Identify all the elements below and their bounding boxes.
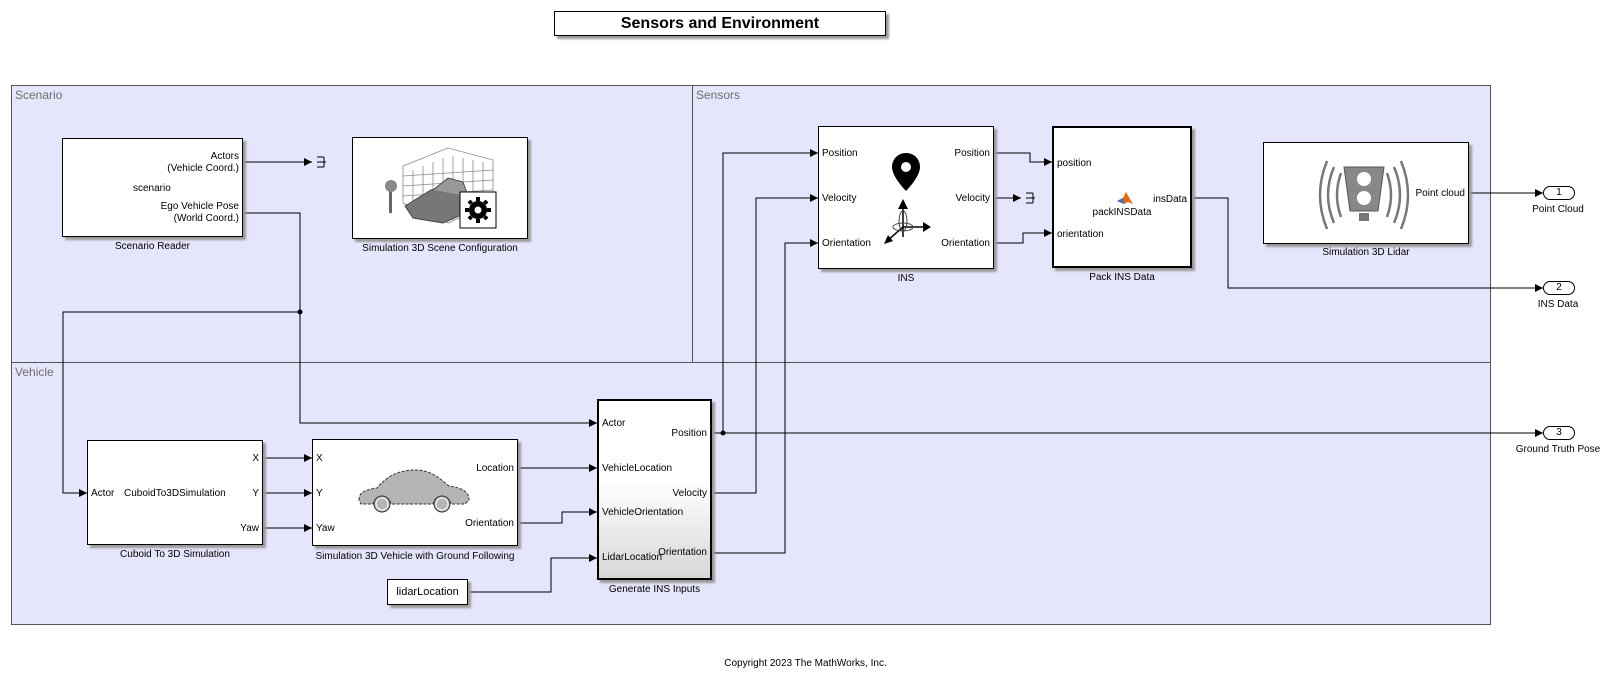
pack-ins-label: Pack INS Data bbox=[1089, 272, 1155, 283]
cuboid-out-x: X bbox=[252, 453, 259, 464]
cuboid-out-y: Y bbox=[252, 488, 259, 499]
wire-ins-data bbox=[1192, 197, 1543, 292]
wire-lidar-location bbox=[468, 554, 597, 593]
branch-point bbox=[720, 430, 726, 436]
vehicle3d-out-location: Location bbox=[476, 463, 514, 474]
wire-ins-position bbox=[993, 152, 1052, 166]
branch-point bbox=[297, 309, 303, 315]
location-axes-icon bbox=[884, 153, 931, 244]
diagram-title: Sensors and Environment bbox=[554, 11, 886, 36]
port-actors: Actors (Vehicle Coord.) bbox=[167, 151, 239, 174]
area-vehicle-label: Vehicle bbox=[15, 365, 54, 379]
outport-1-label: Point Cloud bbox=[1532, 204, 1584, 215]
lidar-icon bbox=[1318, 160, 1410, 230]
ins-out-position: Position bbox=[954, 148, 990, 159]
ins-in-orientation: Orientation bbox=[822, 238, 871, 249]
cuboid-in-actor: Actor bbox=[91, 488, 115, 499]
wire-orientation bbox=[518, 508, 597, 524]
ins-in-position: Position bbox=[822, 148, 858, 159]
gen-ins-label: Generate INS Inputs bbox=[608, 584, 701, 595]
lidar-block[interactable]: Point cloud bbox=[1263, 142, 1469, 244]
wire-ego-to-gen-ins bbox=[299, 312, 597, 427]
port-ego-pose: Ego Vehicle Pose (World Coord.) bbox=[160, 201, 239, 224]
cuboid-block[interactable]: Actor CuboidTo3DSimulation X Y Yaw bbox=[87, 440, 263, 545]
ins-out-orientation: Orientation bbox=[941, 238, 990, 249]
wire-ego-pose bbox=[243, 212, 301, 312]
wire-position-to-ins bbox=[722, 149, 818, 433]
terminator-icon bbox=[1026, 192, 1035, 204]
pack-in-orientation: orientation bbox=[1057, 229, 1104, 240]
ins-block[interactable]: Position Velocity Orientation Position V… bbox=[818, 126, 994, 269]
wire-velocity-to-ins bbox=[712, 194, 818, 494]
scenario-reader-label: Scenario Reader bbox=[114, 241, 191, 252]
scene-car-gear-icon bbox=[385, 147, 497, 229]
outport-1[interactable]: 1 bbox=[1543, 186, 1575, 200]
vehicle3d-in-yaw: Yaw bbox=[316, 523, 335, 534]
port-scenario: scenario bbox=[133, 183, 171, 194]
lidar-location-block[interactable]: lidarLocation bbox=[387, 579, 468, 605]
scenario-reader-block[interactable]: Actors (Vehicle Coord.) scenario Ego Veh… bbox=[62, 138, 243, 237]
gen-in-vehicle-location: VehicleLocation bbox=[602, 463, 673, 474]
scene-config-label: Simulation 3D Scene Configuration bbox=[362, 243, 518, 254]
vehicle3d-block[interactable]: X Y Yaw Location Orientation bbox=[312, 439, 518, 546]
pack-function-name: packINSData bbox=[1092, 207, 1152, 218]
car-icon bbox=[358, 469, 470, 513]
pack-in-position: position bbox=[1057, 158, 1092, 169]
gen-in-vehicle-orientation: VehicleOrientation bbox=[602, 507, 684, 518]
vehicle3d-in-y: Y bbox=[316, 488, 323, 499]
lidar-location-text: lidarLocation bbox=[396, 586, 459, 598]
ins-in-velocity: Velocity bbox=[822, 193, 857, 204]
wire-orientation-to-ins bbox=[712, 239, 818, 554]
vehicle3d-out-orientation: Orientation bbox=[465, 518, 514, 529]
cuboid-center-text: CuboidTo3DSimulation bbox=[124, 488, 226, 499]
gen-in-actor: Actor bbox=[602, 418, 626, 429]
lidar-label: Simulation 3D Lidar bbox=[1322, 247, 1410, 258]
cuboid-label: Cuboid To 3D Simulation bbox=[120, 549, 230, 560]
gen-ins-block[interactable]: Actor VehicleLocation VehicleOrientation… bbox=[597, 399, 712, 580]
outport-3[interactable]: 3 bbox=[1543, 426, 1575, 440]
vehicle3d-in-x: X bbox=[316, 453, 323, 464]
gen-in-lidar-location: LidarLocation bbox=[602, 552, 663, 563]
cuboid-out-yaw: Yaw bbox=[240, 523, 259, 534]
wire-ego-to-cuboid bbox=[62, 311, 300, 497]
gen-out-orientation: Orientation bbox=[658, 547, 707, 558]
pack-ins-block[interactable]: position orientation insData packINSData bbox=[1052, 126, 1192, 268]
area-sensors-label: Sensors bbox=[696, 88, 741, 102]
lidar-out-point-cloud: Point cloud bbox=[1415, 188, 1465, 199]
outport-2-label: INS Data bbox=[1537, 299, 1579, 310]
outport-2[interactable]: 2 bbox=[1543, 281, 1575, 295]
wire-ins-orientation bbox=[993, 229, 1052, 244]
area-scenario-label: Scenario bbox=[15, 88, 63, 102]
vehicle3d-label: Simulation 3D Vehicle with Ground Follow… bbox=[315, 551, 515, 562]
pack-out-insdata: insData bbox=[1153, 194, 1187, 205]
gen-out-position: Position bbox=[671, 428, 707, 439]
terminator-icon bbox=[317, 156, 326, 168]
ins-out-velocity: Velocity bbox=[955, 193, 990, 204]
outport-3-label: Ground Truth Pose bbox=[1515, 444, 1601, 455]
copyright-text: Copyright 2023 The MathWorks, Inc. bbox=[724, 658, 887, 669]
matlab-icon bbox=[1117, 192, 1133, 204]
gen-out-velocity: Velocity bbox=[672, 488, 707, 499]
scene-config-block[interactable] bbox=[352, 137, 528, 239]
ins-label: INS bbox=[897, 273, 915, 284]
